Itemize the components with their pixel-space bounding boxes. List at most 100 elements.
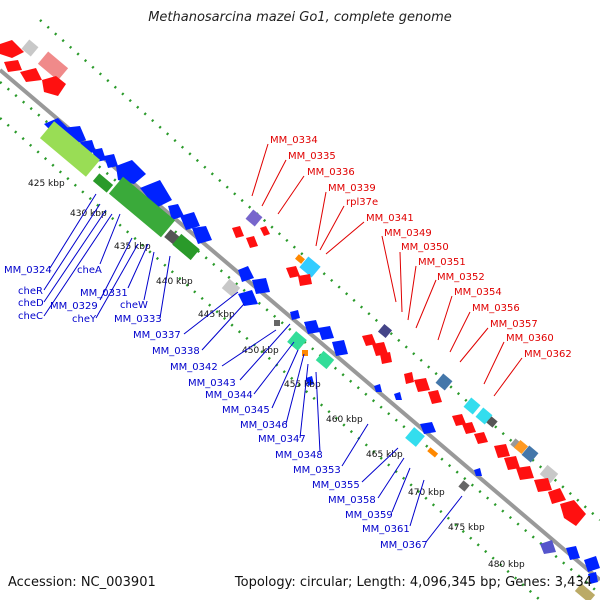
forward-gene-arrow[interactable]	[452, 414, 466, 426]
gene-label-forward[interactable]: MM_0356	[472, 303, 520, 314]
gene-block-orange[interactable]	[295, 254, 305, 264]
gene-label-forward[interactable]: MM_0350	[401, 242, 449, 253]
gene-label-reverse[interactable]: cheY	[72, 314, 97, 325]
gene-block-green[interactable]	[172, 233, 200, 261]
gene-label-reverse[interactable]: MM_0367	[380, 540, 428, 551]
gene-block-orange[interactable]	[427, 447, 439, 458]
reverse-gene-arrow[interactable]	[238, 266, 254, 282]
gene-block-cyan[interactable]	[299, 256, 321, 278]
gene-block-green[interactable]	[92, 173, 114, 193]
gene-label-reverse[interactable]: MM_0353	[293, 465, 341, 476]
gene-label-forward[interactable]: MM_0349	[384, 228, 432, 239]
gene-block-cyan[interactable]	[405, 427, 425, 447]
forward-gene-arrow[interactable]	[474, 432, 488, 444]
reverse-gene-arrow[interactable]	[104, 154, 118, 168]
forward-gene-arrow[interactable]	[462, 422, 476, 434]
gene-label-forward[interactable]: MM_0352	[437, 272, 485, 283]
forward-gene-arrow[interactable]	[372, 342, 388, 356]
gene-block-teal[interactable]	[287, 331, 307, 351]
forward-gene-arrow[interactable]	[260, 226, 270, 236]
forward-gene-arrow[interactable]	[428, 390, 442, 404]
gene-label-reverse[interactable]: MM_0347	[258, 434, 306, 445]
forward-gene-arrow[interactable]	[504, 456, 520, 470]
gene-block-gray[interactable]	[221, 278, 241, 298]
gene-block-orange[interactable]	[302, 350, 308, 356]
gene-label-forward[interactable]: MM_0354	[454, 287, 502, 298]
forward-gene-arrow[interactable]	[20, 68, 42, 82]
gene-label-reverse[interactable]: MM_0333	[114, 314, 162, 325]
reverse-gene-arrow[interactable]	[140, 180, 172, 208]
gene-label-forward[interactable]: MM_0351	[418, 257, 466, 268]
gene-label-reverse[interactable]: MM_0331	[80, 288, 128, 299]
forward-gene-arrow[interactable]	[380, 352, 392, 364]
forward-gene-arrow[interactable]	[246, 236, 258, 248]
gene-block-darkgray[interactable]	[458, 480, 470, 492]
forward-gene-arrow[interactable]	[42, 76, 66, 96]
reverse-gene-arrow[interactable]	[588, 572, 598, 584]
gene-label-reverse[interactable]: cheW	[120, 300, 148, 311]
gene-label-reverse[interactable]: MM_0346	[240, 420, 288, 431]
gene-label-reverse[interactable]: MM_0344	[205, 390, 253, 401]
gene-label-reverse[interactable]: cheD	[18, 298, 44, 309]
forward-gene-arrow[interactable]	[286, 266, 300, 278]
gene-label-reverse[interactable]: MM_0348	[275, 450, 323, 461]
forward-gene-arrow[interactable]	[414, 378, 430, 392]
gene-block-khaki[interactable]	[574, 583, 596, 600]
gene-label-reverse[interactable]: MM_0342	[170, 362, 218, 373]
gene-label-reverse[interactable]: MM_0345	[222, 405, 270, 416]
gene-block-cyan[interactable]	[475, 407, 493, 425]
gene-block-steelblue[interactable]	[435, 373, 453, 391]
gene-label-reverse[interactable]: cheA	[77, 265, 102, 276]
gene-block-pink[interactable]	[37, 51, 69, 81]
gene-label-reverse[interactable]: MM_0337	[133, 330, 181, 341]
reverse-gene-arrow[interactable]	[180, 212, 200, 230]
gene-block-darkgray[interactable]	[274, 320, 280, 326]
gene-block-gray[interactable]	[21, 39, 39, 57]
reverse-gene-arrow[interactable]	[238, 290, 258, 306]
gene-block-purple[interactable]	[245, 209, 263, 227]
gene-label-reverse[interactable]: MM_0324	[4, 265, 52, 276]
reverse-gene-arrow[interactable]	[192, 226, 212, 244]
gene-label-reverse[interactable]: cheC	[18, 311, 43, 322]
reverse-gene-arrow[interactable]	[306, 376, 314, 386]
gene-label-forward[interactable]: MM_0335	[288, 151, 336, 162]
gene-label-forward[interactable]: MM_0334	[270, 135, 318, 146]
gene-label-reverse[interactable]: MM_0329	[50, 301, 98, 312]
gene-label-reverse[interactable]: MM_0343	[188, 378, 236, 389]
gene-label-reverse[interactable]: MM_0338	[152, 346, 200, 357]
forward-gene-arrow[interactable]	[494, 444, 510, 458]
gene-label-forward[interactable]: MM_0341	[366, 213, 414, 224]
gene-block-lightgreen[interactable]	[39, 121, 101, 177]
gene-label-reverse[interactable]: MM_0361	[362, 524, 410, 535]
forward-gene-arrow[interactable]	[534, 478, 552, 492]
gene-block-purple[interactable]	[377, 323, 393, 339]
gene-label-forward[interactable]: MM_0362	[524, 349, 572, 360]
reverse-gene-arrow[interactable]	[290, 310, 300, 320]
gene-label-forward[interactable]: MM_0360	[506, 333, 554, 344]
reverse-gene-arrow[interactable]	[318, 326, 334, 340]
forward-gene-arrow[interactable]	[516, 466, 534, 480]
gene-block-cyan[interactable]	[463, 397, 481, 415]
forward-gene-arrow[interactable]	[298, 274, 312, 286]
forward-gene-arrow[interactable]	[404, 372, 414, 384]
reverse-gene-arrow[interactable]	[566, 546, 580, 560]
forward-gene-arrow[interactable]	[362, 334, 376, 346]
reverse-gene-arrow[interactable]	[584, 556, 600, 572]
reverse-gene-arrow[interactable]	[420, 422, 436, 434]
gene-label-reverse[interactable]: MM_0359	[345, 510, 393, 521]
reverse-gene-arrow[interactable]	[540, 540, 556, 554]
gene-label-forward[interactable]: MM_0339	[328, 183, 376, 194]
forward-gene-arrow[interactable]	[0, 40, 24, 58]
gene-block-steelblue[interactable]	[521, 445, 539, 463]
gene-block-darkgray[interactable]	[486, 416, 498, 428]
gene-label-reverse[interactable]: MM_0355	[312, 480, 360, 491]
gene-block-orange[interactable]	[513, 439, 529, 455]
gene-block-gray[interactable]	[539, 464, 559, 484]
reverse-gene-arrow[interactable]	[374, 384, 382, 392]
gene-block-teal[interactable]	[315, 350, 335, 370]
gene-label-forward[interactable]: MM_0357	[490, 319, 538, 330]
reverse-gene-arrow[interactable]	[304, 320, 320, 334]
gene-label-forward[interactable]: rpl37e	[346, 197, 378, 208]
reverse-gene-arrow[interactable]	[474, 468, 482, 476]
